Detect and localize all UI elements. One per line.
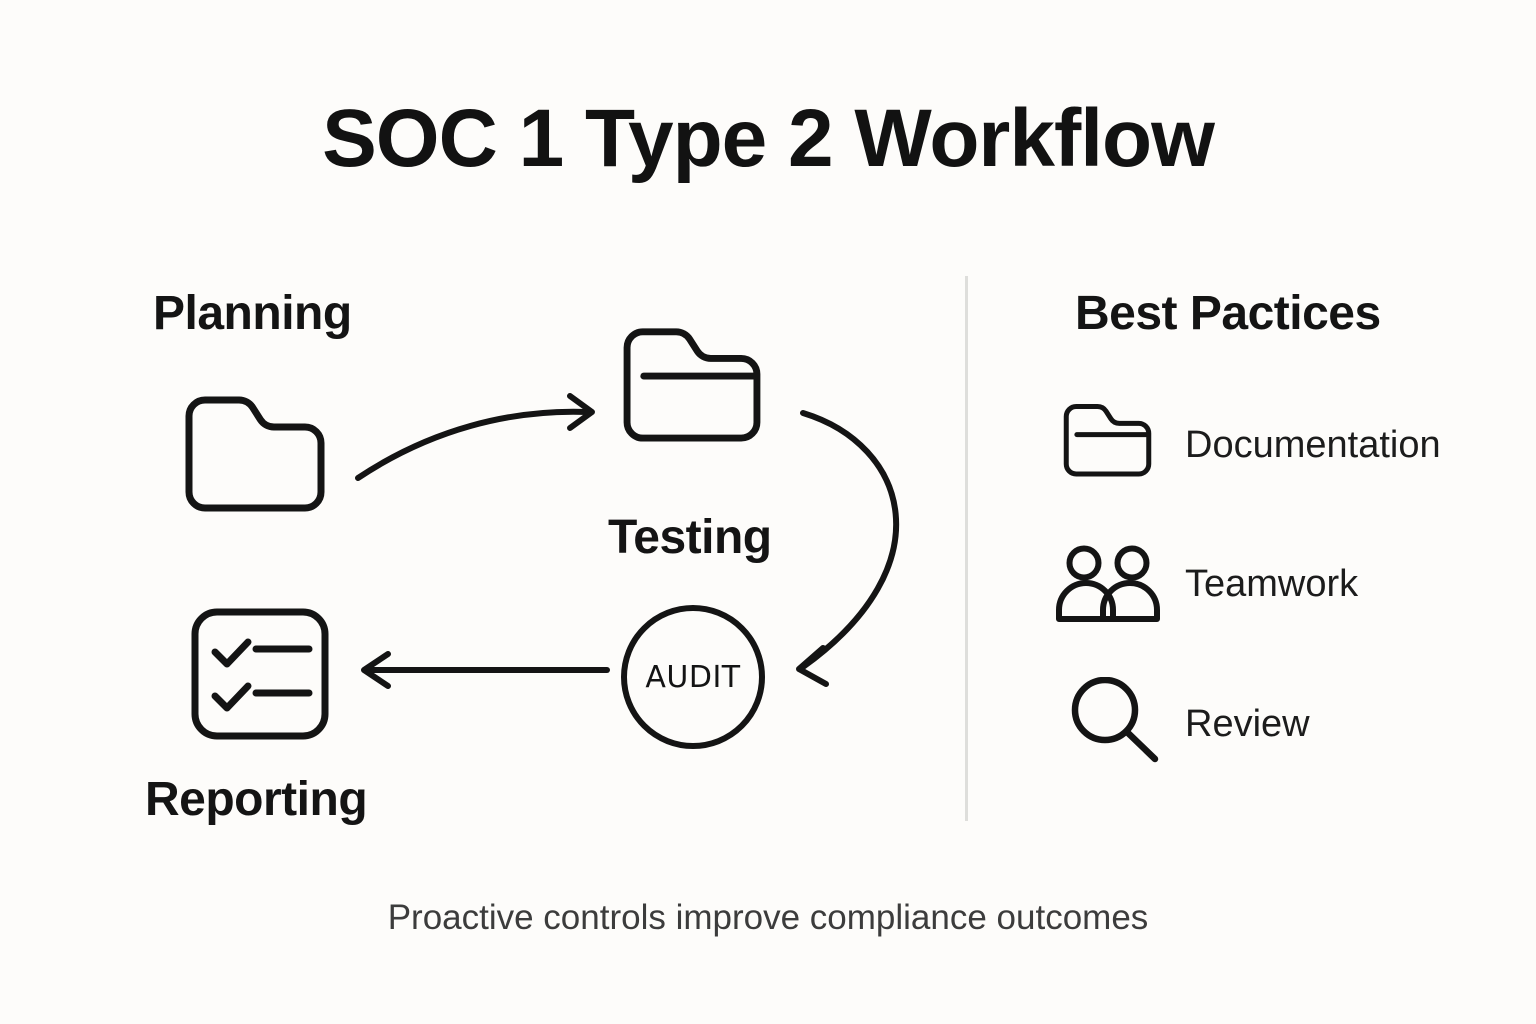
page-title: SOC 1 Type 2 Workflow bbox=[322, 93, 1215, 184]
people-icon bbox=[1056, 545, 1160, 622]
checklist-icon bbox=[191, 608, 329, 740]
best-practice-item-review: Review bbox=[1185, 703, 1310, 745]
planning-label: Planning bbox=[153, 287, 352, 340]
section-divider bbox=[965, 276, 968, 821]
best-practice-item-teamwork: Teamwork bbox=[1185, 563, 1359, 605]
best-practice-item-documentation: Documentation bbox=[1185, 424, 1441, 466]
magnifier-icon bbox=[1071, 677, 1159, 763]
best-practices-heading: Best Pactices bbox=[1075, 287, 1381, 340]
arrow-testing-to-audit bbox=[800, 410, 900, 670]
folder-lined-icon bbox=[623, 328, 761, 442]
folder-icon bbox=[185, 396, 325, 512]
testing-label: Testing bbox=[608, 511, 772, 564]
audit-node: AUDIT bbox=[621, 605, 765, 749]
caption-text: Proactive controls improve compliance ou… bbox=[387, 898, 1149, 937]
arrow-planning-to-testing bbox=[355, 408, 591, 481]
folder-icon bbox=[1063, 404, 1152, 477]
audit-label: AUDIT bbox=[645, 659, 741, 695]
reporting-label: Reporting bbox=[145, 773, 368, 826]
